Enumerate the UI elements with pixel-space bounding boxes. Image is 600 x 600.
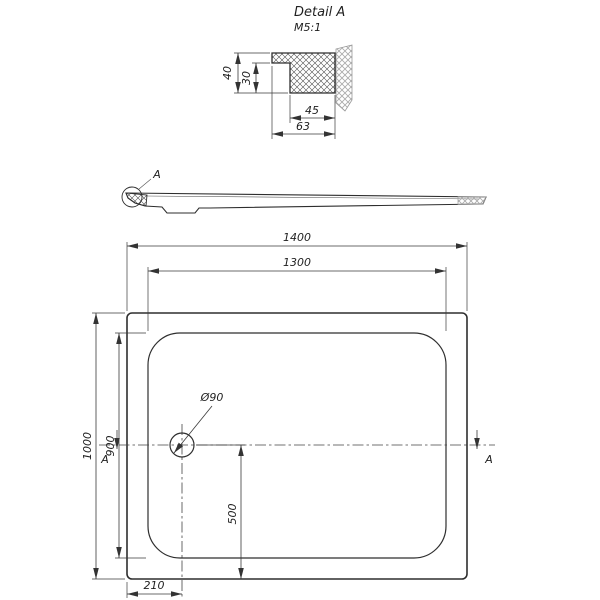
dim-900: 900 — [104, 332, 146, 559]
section-marker-left: A — [100, 430, 120, 466]
detail-callout-leader — [138, 178, 152, 190]
detail-wall-hatch — [335, 44, 353, 112]
dim-30: 30 — [240, 62, 270, 93]
side-left-hatch — [125, 192, 148, 207]
detail-callout-circle — [121, 186, 143, 208]
dim-63: 63 — [271, 66, 335, 139]
dim-45: 45 — [289, 95, 336, 139]
side-right-hatch — [457, 196, 487, 205]
section-label-left: A — [100, 453, 109, 466]
dim-label-inner-depth: 900 — [104, 436, 117, 457]
dim-1400: 1400 — [126, 231, 468, 311]
dim-1300: 1300 — [147, 256, 447, 331]
drain-leader-line — [173, 405, 213, 454]
dim-label-width-inner: 45 — [305, 104, 319, 117]
plan-view: Ø90 1400 1300 1000 900 — [81, 231, 495, 599]
dim-label-width-outer: 63 — [296, 120, 310, 133]
dim-label-drain-to-bottom: 500 — [226, 504, 239, 525]
dim-label-height-outer: 40 — [221, 66, 234, 80]
dim-label-overall-width: 1400 — [283, 231, 311, 244]
dim-1000: 1000 — [81, 312, 125, 580]
dim-label-inner-width: 1300 — [283, 256, 311, 269]
detail-title: Detail A — [294, 5, 345, 20]
dim-label-height-inner: 30 — [240, 71, 253, 85]
detail-scale: M5:1 — [294, 21, 321, 34]
side-profile-inner-line — [145, 195, 480, 200]
drain-diameter-label: Ø90 — [200, 391, 224, 404]
tray-outer-edge — [126, 312, 468, 580]
detail-profile — [271, 52, 336, 94]
detail-callout-label: A — [152, 168, 161, 181]
side-section-view: A — [121, 168, 487, 214]
dim-500: 500 — [196, 444, 245, 579]
section-marker-right: A — [474, 430, 493, 466]
dim-210: 210 — [126, 579, 182, 598]
dim-label-overall-depth: 1000 — [81, 432, 94, 460]
drain-circle — [169, 432, 195, 458]
dim-40: 40 — [221, 52, 288, 94]
side-profile-outline — [125, 192, 487, 214]
tray-inner-edge — [147, 332, 447, 559]
detail-a-view: Detail A M5:1 40 30 45 — [221, 5, 353, 139]
section-label-right: A — [484, 453, 493, 466]
dim-label-drain-to-left: 210 — [144, 579, 165, 592]
